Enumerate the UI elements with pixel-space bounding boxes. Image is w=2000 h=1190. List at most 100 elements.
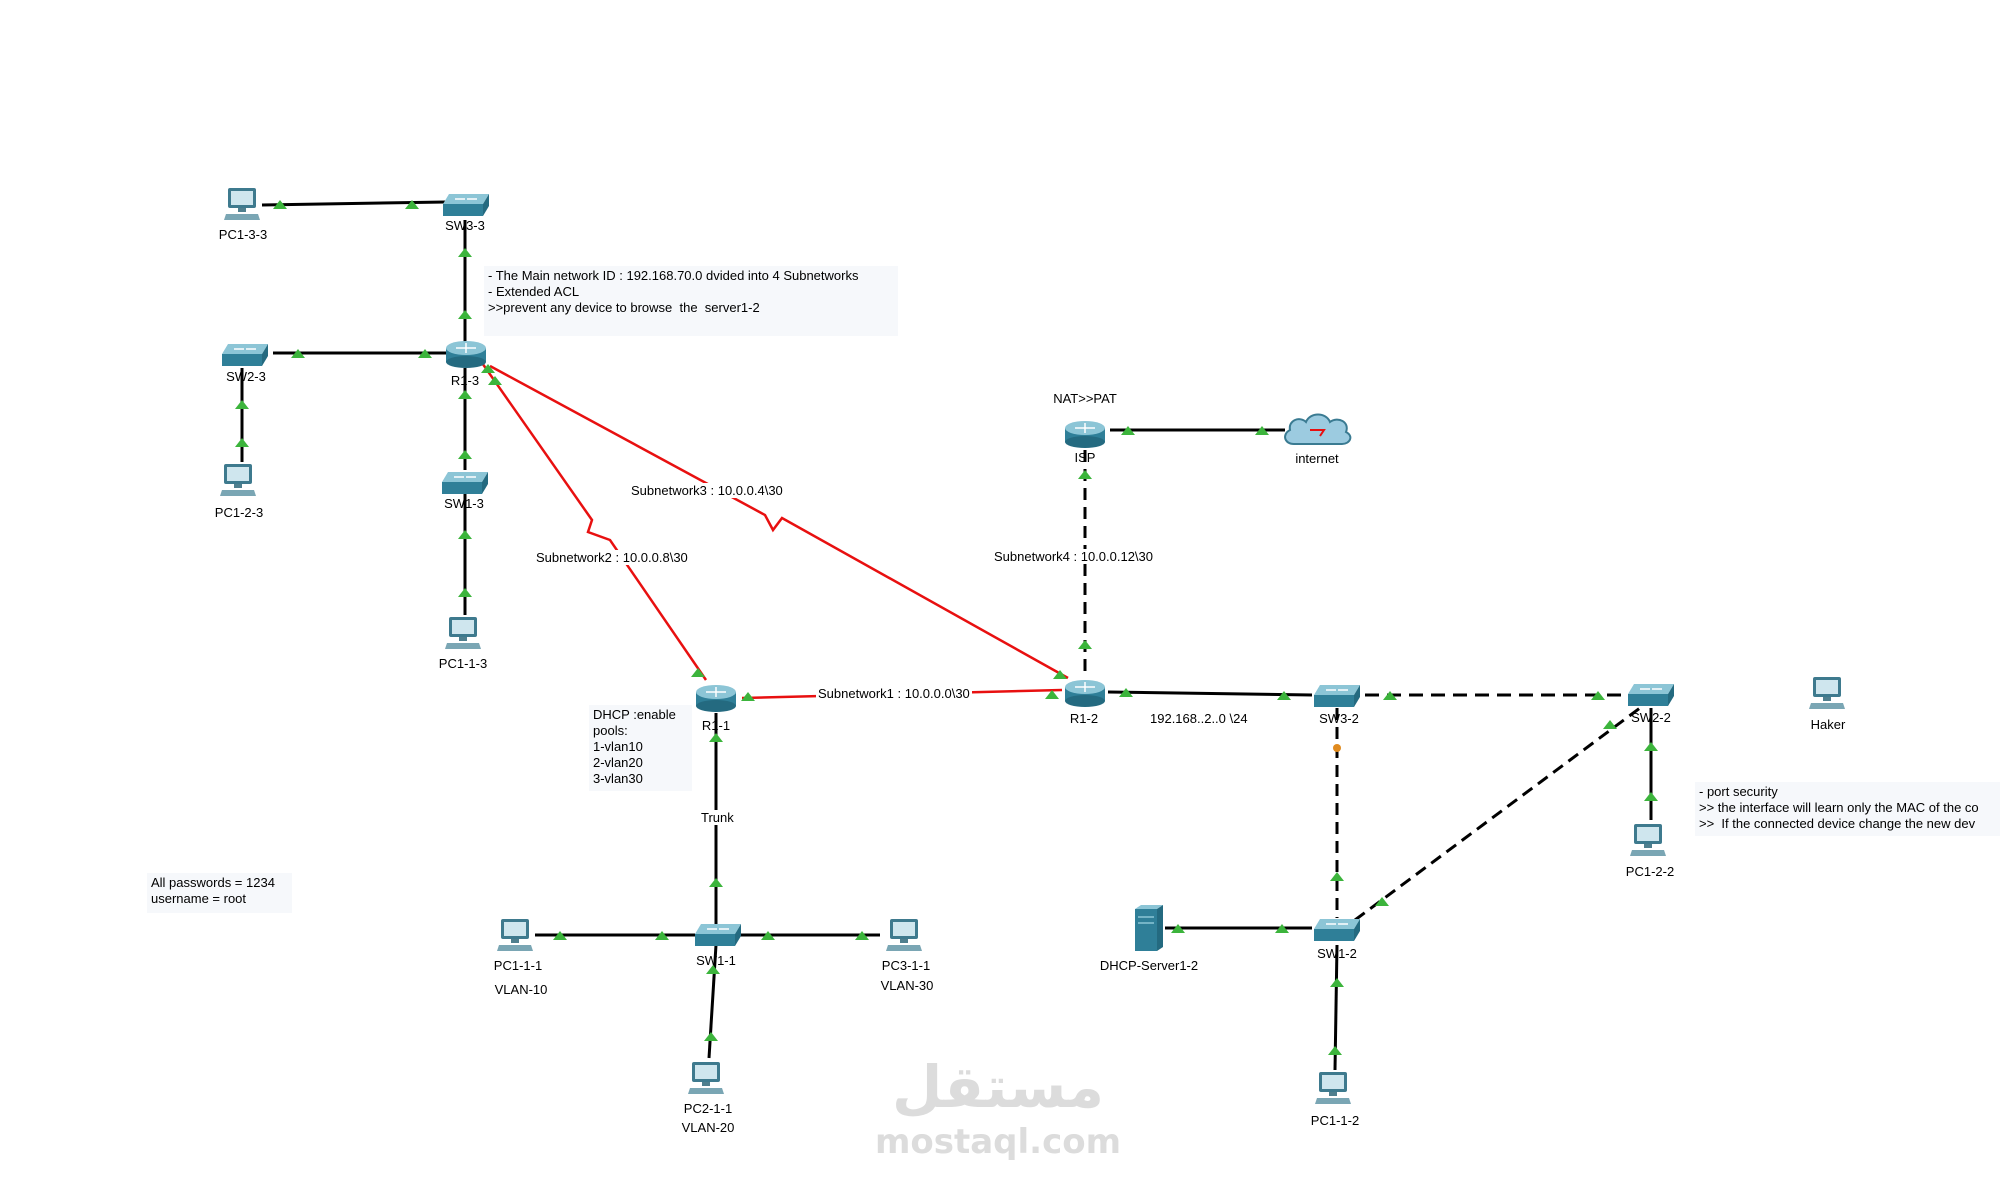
note-port-security: - port security >> the interface will le… xyxy=(1695,782,2000,836)
link-up-marker xyxy=(709,878,723,887)
link-up-marker xyxy=(704,1032,718,1041)
pc-icon[interactable] xyxy=(218,462,258,503)
link-up-marker xyxy=(458,530,472,539)
device-label-r1-3: R1-3 xyxy=(450,373,480,388)
watermark-arabic: مستقل xyxy=(891,1053,1105,1121)
note-main-network: - The Main network ID : 192.168.70.0 dvi… xyxy=(484,266,898,336)
pc-icon[interactable] xyxy=(1807,675,1847,716)
device-label-r1-1: R1-1 xyxy=(701,718,731,733)
link-up-marker xyxy=(691,668,705,677)
watermark-latin: mostaql.com xyxy=(874,1122,1122,1162)
link-up-marker xyxy=(418,349,432,358)
device-label-isp: ISP xyxy=(1074,450,1096,465)
link-up-marker xyxy=(481,364,495,373)
link-up-marker xyxy=(458,588,472,597)
link-up-marker xyxy=(458,248,472,257)
pc-icon[interactable] xyxy=(1313,1070,1353,1111)
link-up-marker xyxy=(553,931,567,940)
device-label-haker: Haker xyxy=(1810,717,1846,732)
pc-icon[interactable] xyxy=(686,1060,726,1101)
switch-icon[interactable] xyxy=(693,922,743,953)
link-up-marker xyxy=(1603,720,1617,729)
link-up-marker xyxy=(1330,872,1344,881)
link-up-marker xyxy=(1383,691,1397,700)
router-icon[interactable] xyxy=(444,339,488,374)
router-icon[interactable] xyxy=(694,683,738,718)
server-icon[interactable] xyxy=(1133,903,1165,958)
link-up-marker xyxy=(1078,470,1092,479)
pc-icon[interactable] xyxy=(1628,822,1668,863)
device-label-sw1-3: SW1-3 xyxy=(444,496,484,511)
switch-icon[interactable] xyxy=(440,470,490,501)
link-label-subnetwork1: Subnetwork1 : 10.0.0.0\30 xyxy=(816,686,972,701)
router-icon[interactable] xyxy=(1063,419,1107,454)
link-label-trunk: Trunk xyxy=(699,810,736,825)
vlan-label-30: VLAN-30 xyxy=(880,978,934,993)
device-label-dhcp-server: DHCP-Server1-2 xyxy=(1099,958,1199,973)
link-r12-sw32 xyxy=(1107,690,1313,697)
link-up-marker xyxy=(1644,742,1658,751)
pc-icon[interactable] xyxy=(884,917,924,958)
link-up-marker xyxy=(1121,426,1135,435)
device-label-sw1-2: SW1-2 xyxy=(1317,946,1357,961)
device-label-sw3-2: SW3-2 xyxy=(1319,711,1359,726)
link-r13-r12 xyxy=(489,364,1069,680)
link-pending-marker xyxy=(1333,744,1341,752)
link-up-marker xyxy=(1053,670,1067,679)
switch-icon[interactable] xyxy=(441,192,491,223)
link-up-marker xyxy=(1330,978,1344,987)
link-up-marker xyxy=(458,450,472,459)
link-up-marker xyxy=(1171,924,1185,933)
link-up-marker xyxy=(1375,897,1389,906)
link-pc133-sw33 xyxy=(261,200,447,207)
link-up-marker xyxy=(235,400,249,409)
link-up-marker xyxy=(706,965,720,974)
device-label-sw2-2: SW2-2 xyxy=(1631,710,1671,725)
link-up-marker xyxy=(291,349,305,358)
link-label-subnetwork2: Subnetwork2 : 10.0.0.8\30 xyxy=(534,550,690,565)
link-up-marker xyxy=(709,733,723,742)
device-label-pc1-2-2: PC1-2-2 xyxy=(1625,864,1675,879)
pc-icon[interactable] xyxy=(495,917,535,958)
switch-icon[interactable] xyxy=(220,342,270,373)
device-label-pc1-1-3: PC1-1-3 xyxy=(438,656,488,671)
device-label-pc2-1-1: PC2-1-1 xyxy=(683,1101,733,1116)
link-up-marker xyxy=(488,376,502,385)
link-up-marker xyxy=(458,390,472,399)
note-dhcp: DHCP :enable pools: 1-vlan10 2-vlan20 3-… xyxy=(589,705,692,791)
link-up-marker xyxy=(1255,426,1269,435)
device-label-pc1-1-1: PC1-1-1 xyxy=(493,958,543,973)
switch-icon[interactable] xyxy=(1312,683,1362,714)
vlan-label-20: VLAN-20 xyxy=(681,1120,735,1135)
device-label-sw2-3: SW2-3 xyxy=(226,369,266,384)
device-label-pc1-3-3: PC1-3-3 xyxy=(218,227,268,242)
note-credentials: All passwords = 1234 username = root xyxy=(147,873,292,913)
link-up-marker xyxy=(1078,640,1092,649)
pc-icon[interactable] xyxy=(443,615,483,656)
router-icon[interactable] xyxy=(1063,678,1107,713)
link-up-marker xyxy=(761,931,775,940)
device-label-pc1-2-3: PC1-2-3 xyxy=(214,505,264,520)
pc-icon[interactable] xyxy=(222,186,262,227)
switch-icon[interactable] xyxy=(1626,682,1676,713)
switch-icon[interactable] xyxy=(1312,917,1362,948)
link-label-subnetwork3: Subnetwork3 : 10.0.0.4\30 xyxy=(629,483,785,498)
link-up-marker xyxy=(855,931,869,940)
link-up-marker xyxy=(1591,691,1605,700)
link-up-marker xyxy=(741,692,755,701)
link-up-marker xyxy=(1119,688,1133,697)
link-up-marker xyxy=(458,310,472,319)
device-label-sw3-3: SW3-3 xyxy=(445,218,485,233)
link-up-marker xyxy=(1045,690,1059,699)
link-up-marker xyxy=(405,200,419,209)
cloud-icon[interactable] xyxy=(1280,410,1354,453)
device-label-pc1-1-2: PC1-1-2 xyxy=(1310,1113,1360,1128)
link-up-marker xyxy=(1328,1046,1342,1055)
device-label-sw1-1: SW1-1 xyxy=(696,953,736,968)
link-up-marker xyxy=(273,200,287,209)
nat-label: NAT>>PAT xyxy=(1053,391,1117,406)
device-label-internet: internet xyxy=(1295,451,1339,466)
link-up-marker xyxy=(655,931,669,940)
